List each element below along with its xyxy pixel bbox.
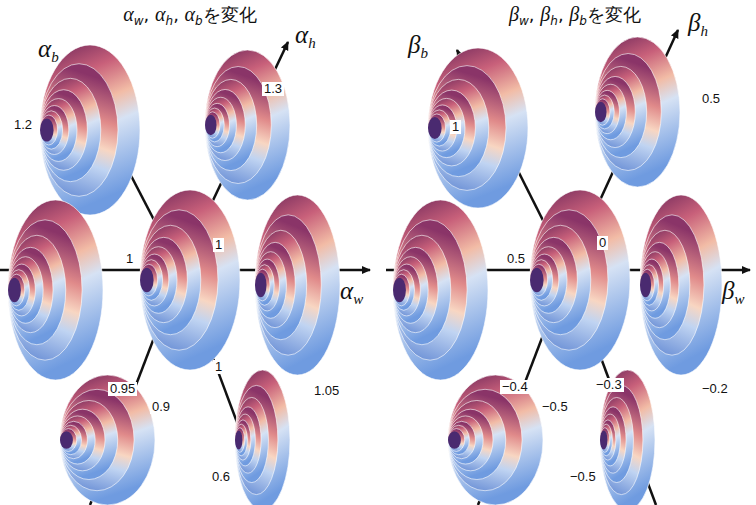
parameter-value: 0.95 xyxy=(108,382,137,396)
parameter-value: 1 xyxy=(213,360,224,374)
parameter-value: 0.5 xyxy=(700,92,722,106)
parameter-value: −0.4 xyxy=(500,380,530,394)
axis-label: βb xyxy=(408,32,428,61)
parameter-value: 1.3 xyxy=(262,82,284,96)
parameter-value: −0.5 xyxy=(568,470,598,484)
parameter-value: 1 xyxy=(450,120,461,134)
parameter-value: 1.2 xyxy=(12,118,34,132)
parameter-value: 0.5 xyxy=(505,252,527,266)
parameter-value: 1.05 xyxy=(312,384,341,398)
parameter-value: 1 xyxy=(213,238,224,252)
parameter-value: 0.9 xyxy=(150,400,172,414)
panel-heading: αw, αh, αbを変化 xyxy=(123,2,256,28)
axes xyxy=(0,42,370,505)
panel-heading: βw, βh, βbを変化 xyxy=(509,2,641,28)
parameter-value: 1 xyxy=(124,252,135,266)
axis-label: αh xyxy=(295,22,316,51)
parameter-value: −0.5 xyxy=(540,400,570,414)
axis-label: βw xyxy=(722,278,744,307)
parameter-value: 0 xyxy=(597,236,608,250)
axis-label: αw xyxy=(340,278,363,307)
parameter-value: −0.3 xyxy=(594,378,624,392)
axes xyxy=(386,30,750,505)
parameter-value: 0.6 xyxy=(210,470,232,484)
axis-label: αb xyxy=(38,36,59,65)
parameter-value: −0.2 xyxy=(700,382,730,396)
axis-label: βh xyxy=(688,10,708,39)
